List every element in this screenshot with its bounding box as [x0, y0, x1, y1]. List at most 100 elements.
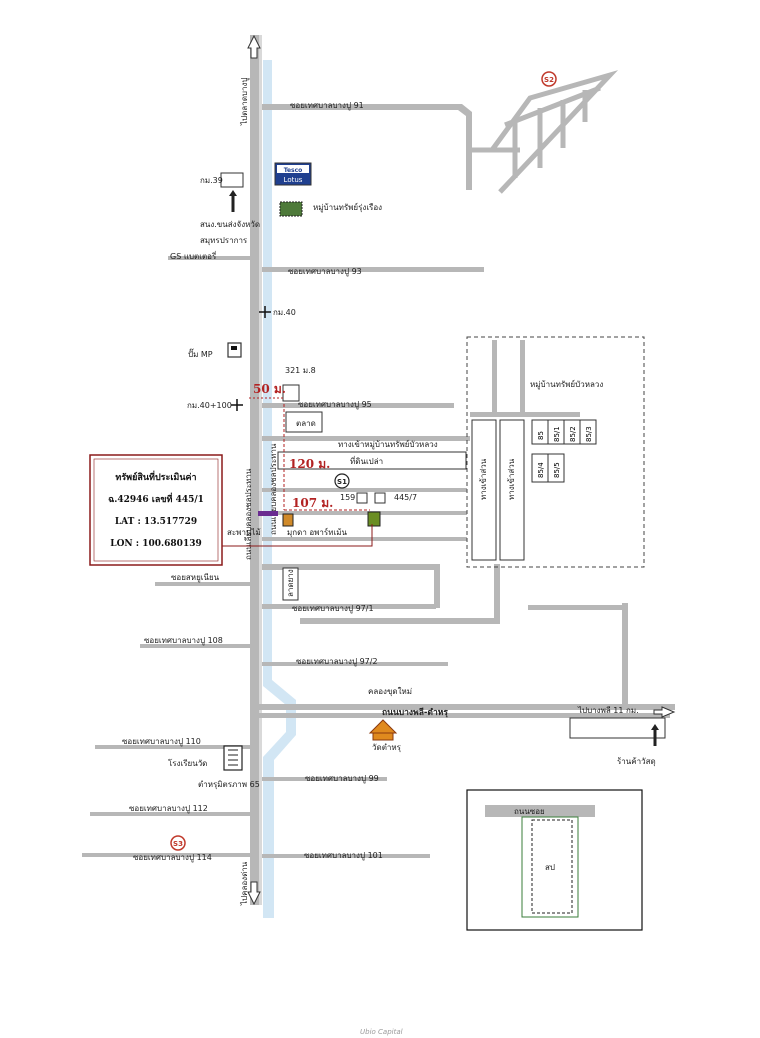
police-label-2: สมุทรปราการ [200, 236, 248, 245]
road-lot-b [262, 511, 467, 515]
soi-93-label: ซอยเทศบาลบางปู 93 [288, 267, 362, 277]
soi-97-1-label: ซอยเทศบาลบางปู 97/1 [292, 604, 374, 614]
tesco-lotus-logo: Tesco Lotus [274, 162, 312, 186]
svg-text:Tesco: Tesco [284, 167, 303, 174]
lot-85-4-label: 85/4 [537, 462, 545, 478]
lot-85-1-label: 85/1 [553, 426, 561, 442]
vacant-land-label: ที่ดินเปล่า [350, 455, 383, 466]
watermark: Ubio Capital [360, 1028, 403, 1036]
wood-bridge-icon [258, 511, 278, 516]
info-box [89, 454, 223, 566]
inset-road [485, 805, 595, 817]
lots-grid: 85 85/1 85/2 85/3 85/4 85/5 [531, 419, 597, 483]
km40-100-label: กม.40+100 [187, 401, 232, 410]
info-box-leader [222, 524, 373, 547]
house-321-label: 321 ม.8 [285, 366, 316, 375]
lot-85-2-label: 85/2 [569, 426, 577, 442]
vacant-land-box [277, 451, 467, 470]
inset-plot-outer [521, 816, 579, 918]
road-village-entry [262, 436, 470, 441]
main-road-edge [259, 35, 262, 905]
road-soi-110 [95, 745, 250, 749]
road-soi-108 [140, 644, 250, 648]
road-soi-95 [262, 403, 454, 408]
road-village-inner-1 [492, 340, 497, 415]
arrow-east-icon [653, 706, 676, 718]
soi-108-label: ซอยเทศบาลบางปู 108 [144, 636, 223, 646]
s1-marker [334, 473, 350, 489]
road-bangphli-tamru [250, 704, 675, 710]
info-lat: LAT : 13.517729 [115, 517, 197, 527]
village-bualuang-label: หมู่บ้านทรัพย์บัวหลวง [530, 379, 603, 390]
road-soi-93 [262, 267, 484, 272]
road-soi-99 [262, 777, 387, 781]
house-321-box [282, 384, 300, 402]
soi-110-label: ซอยเทศบาลบางปู 110 [122, 737, 201, 747]
km40-100-icon [231, 399, 243, 411]
soi-91-label: ซอยเทศบาลบางปู 91 [290, 101, 364, 111]
wat-tamru-label: วัดตำหรุ [372, 743, 402, 752]
distance-50: 50 ม. [253, 382, 286, 396]
school-icon [223, 745, 243, 771]
road-soi-112 [90, 812, 250, 816]
inset-plot-label: สป [545, 863, 555, 872]
svg-text:Lotus: Lotus [284, 176, 303, 184]
info-box-inner [93, 458, 219, 562]
canal-label: คลองขุดใหม่ [368, 687, 412, 696]
distance-107: 107 ม. [292, 496, 333, 510]
road-soi-97-1 [262, 604, 436, 609]
s2-marker [541, 71, 557, 87]
canal [263, 60, 296, 918]
main-road-label: ถนนเลียบคลองชลประทาน [244, 468, 253, 560]
gs-battery-label: GS แบตเตอรี่ [170, 250, 217, 261]
house-159-box [356, 492, 368, 504]
soi-101-label: ซอยเทศบาลบางปู 101 [304, 851, 383, 861]
road-ditch [262, 564, 440, 608]
road-soi-114 [82, 853, 250, 857]
school-label-2: ตำหรุมิตรภาพ 65 [198, 780, 260, 789]
lot-85-5-label: 85/5 [553, 462, 561, 478]
to-top-label: ไปตลาดบางปู [240, 78, 250, 126]
s2-label: S2 [544, 76, 554, 84]
km40-icon [259, 306, 271, 318]
soi-97-2-label: ซอยเทศบาลบางปู 97/2 [296, 657, 378, 667]
road-village-inner-2 [520, 340, 525, 415]
village-rungrueang-icon [279, 201, 303, 217]
police-label-1: สนง.ขนส่งจังหวัด [200, 220, 260, 229]
road-right-step [300, 564, 500, 624]
inset-road-label: ถนนซอย [514, 807, 545, 816]
school-icon-lines [228, 749, 238, 766]
distance-120: 120 ม. [289, 457, 330, 471]
lot-85-label: 85 [537, 431, 545, 440]
soi-114-label: ซอยเทศบาลบางปู 114 [133, 853, 212, 863]
lot-85-3-label: 85/3 [585, 426, 593, 442]
ditch-label: ลาดยาง [286, 569, 295, 597]
road-ne-fan [472, 70, 619, 194]
frontage-road-label: ถนนเลียบคลองชลประทาน [269, 443, 278, 535]
s3-marker [170, 835, 186, 851]
info-lon: LON : 100.680139 [110, 539, 201, 549]
km40-label: กม.40 [273, 308, 296, 317]
road-soi-97-2 [262, 662, 448, 666]
info-deed: ฉ.42946 เลขที่ 445/1 [108, 492, 204, 505]
shop-label: ร้านค้าวัสดุ [617, 757, 656, 766]
info-title: ทรัพย์สินที่ประเมินค่า [115, 470, 196, 483]
soi-112-label: ซอยเทศบาลบางปู 112 [129, 804, 208, 814]
road-lot-c [262, 537, 467, 541]
house-445-7-label: 445/7 [394, 493, 417, 502]
inset-plot-inner [531, 819, 573, 914]
road-village-inner-3 [470, 412, 580, 417]
km39-box [220, 172, 244, 188]
road-shop-spur-2 [528, 605, 628, 610]
s1-label: S1 [337, 478, 347, 486]
main-road [250, 35, 259, 905]
pump-label: ปั๊ม MP [188, 348, 213, 359]
to-bottom-label: ไปคลองด่าน [240, 861, 249, 906]
village-rungrueang-label: หมู่บ้านทรัพย์รุ่งเรือง [313, 202, 382, 213]
shop-box [569, 717, 666, 739]
road-bangphli-tamru-2 [250, 713, 670, 718]
school-label-1: โรงเรียนวัด [168, 758, 207, 768]
bangphli-tamru-label: ถนนบางพลี-ตำหรุ [382, 707, 448, 718]
village-road-label: ทางเข้าหมู่บ้านทรัพย์บัวหลวง [338, 439, 438, 450]
